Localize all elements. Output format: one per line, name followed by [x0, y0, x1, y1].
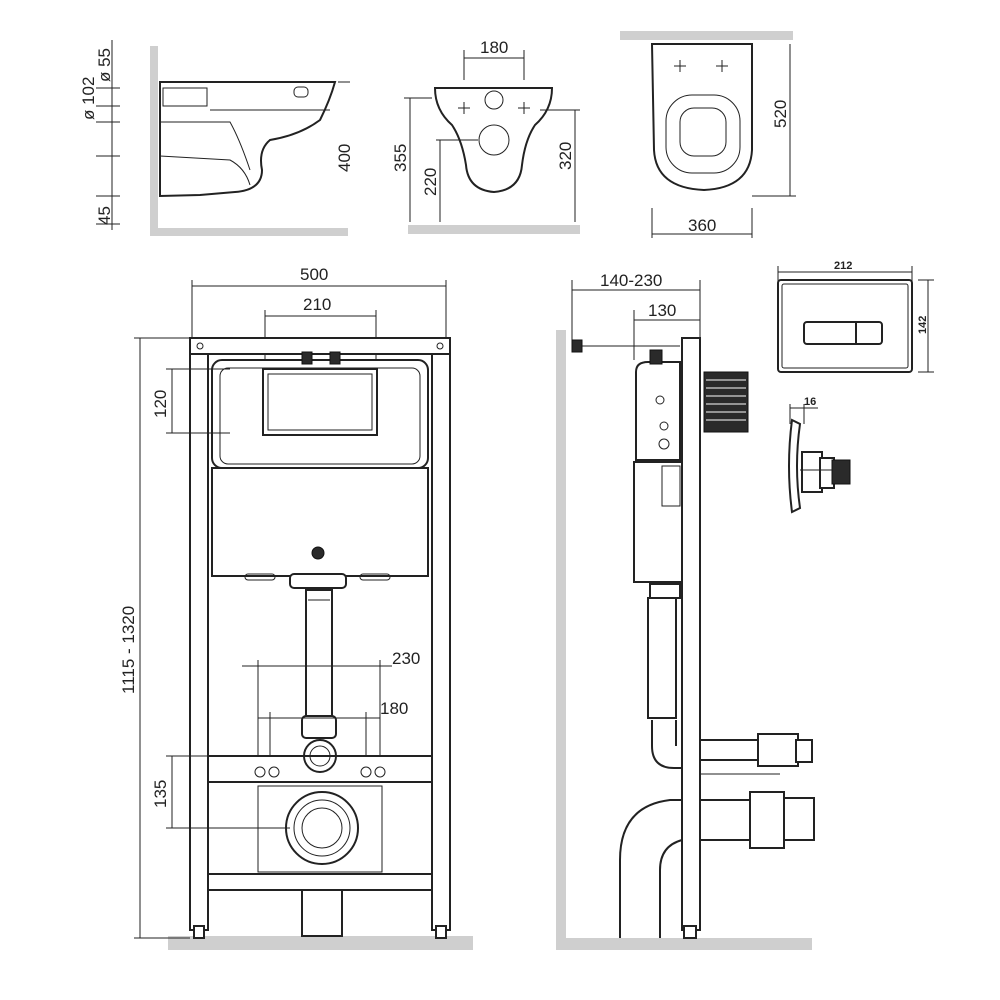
profile-flush-outlet	[699, 739, 761, 761]
dim-button-depth: 16	[804, 396, 816, 408]
front-mount-left	[458, 102, 470, 114]
profile-waste-pipe	[619, 799, 682, 938]
toilet-top-bowl	[679, 107, 727, 157]
dim-frame-180: 180	[380, 699, 408, 718]
flush-pipe	[305, 589, 333, 721]
frame-foot-left	[193, 925, 205, 939]
cistern-valve-right	[329, 351, 341, 365]
flush-button-plate	[777, 279, 913, 373]
dim-profile-depth: 140-230	[600, 271, 662, 290]
dim-frame-500: 500	[300, 265, 328, 284]
dim-front-220: 220	[421, 168, 440, 196]
frame-post-left	[189, 337, 209, 931]
waste-outlet	[285, 791, 359, 865]
floor-frame	[168, 936, 473, 950]
top-mount-right	[716, 60, 728, 72]
top-mount-left	[674, 60, 686, 72]
button-side-plate	[788, 418, 802, 514]
profile-cistern-lower	[633, 461, 683, 583]
dim-profile-130: 130	[648, 301, 676, 320]
front-inlet-hole	[484, 90, 504, 110]
waste-pipe-stub	[301, 889, 343, 937]
frame-front-view: 500 210 230 180	[119, 265, 473, 950]
toilet-side-inner	[160, 121, 251, 171]
floor-side	[150, 228, 348, 236]
dim-frame-120: 120	[151, 390, 170, 418]
frame-mounting-bar	[207, 755, 433, 783]
dim-button-width: 212	[834, 260, 852, 272]
front-outlet-hole	[478, 124, 510, 156]
frame-side-view: 140-230 130	[556, 271, 815, 950]
flush-button-keys	[803, 321, 883, 345]
cistern-lower	[211, 467, 429, 577]
dim-side-45: 45	[95, 206, 114, 225]
floor-front	[408, 225, 580, 234]
dim-side-d102: ø 102	[79, 77, 98, 120]
frame-post-right	[431, 337, 451, 931]
profile-cistern-upper	[635, 361, 681, 461]
dim-button-height: 142	[917, 316, 929, 334]
toilet-front-outline	[433, 87, 554, 194]
cistern-button-opening	[262, 368, 378, 436]
toilet-front-view: 180 355 220 320	[391, 38, 580, 234]
frame-foot-right	[435, 925, 447, 939]
dim-top-520: 520	[771, 100, 790, 128]
toilet-side-outline	[159, 81, 337, 198]
cistern-drain-valve	[311, 546, 325, 560]
dim-front-180: 180	[480, 38, 508, 57]
toilet-side-view: ø 55 ø 102 45 400	[79, 40, 354, 236]
dim-top-360: 360	[688, 216, 716, 235]
front-mount-right	[518, 102, 530, 114]
dim-front-355: 355	[391, 144, 410, 172]
cistern-valve-left	[301, 351, 313, 365]
flush-connector	[303, 739, 337, 773]
dim-front-320: 320	[556, 142, 575, 170]
button-side-actuator	[831, 459, 851, 485]
dim-side-400: 400	[335, 144, 354, 172]
toilet-top-seat	[665, 94, 741, 174]
toilet-top-outline	[650, 43, 753, 192]
cistern-upper	[211, 359, 429, 469]
profile-post	[681, 337, 701, 931]
profile-waste-outlet	[749, 791, 785, 849]
toilet-side-inlet	[162, 87, 208, 107]
toilet-top-view: 520 360	[620, 31, 796, 238]
dim-frame-height: 1115 - 1320	[119, 606, 138, 694]
frame-bottom-bar	[207, 873, 433, 891]
dim-frame-230: 230	[392, 649, 420, 668]
flush-button-side-view: 16	[788, 396, 851, 514]
profile-flush-pipe	[647, 597, 677, 719]
dim-side-d55: ø 55	[95, 48, 114, 82]
dim-frame-210: 210	[303, 295, 331, 314]
dim-frame-135: 135	[151, 780, 170, 808]
floor-profile	[556, 938, 812, 950]
profile-button-housing	[703, 371, 749, 433]
frame-top-bar	[189, 337, 451, 355]
wall-profile	[556, 330, 566, 950]
flush-button-view: 212 142	[777, 260, 934, 373]
wall-top-view	[620, 31, 793, 40]
wall-vertical-side	[150, 46, 158, 236]
